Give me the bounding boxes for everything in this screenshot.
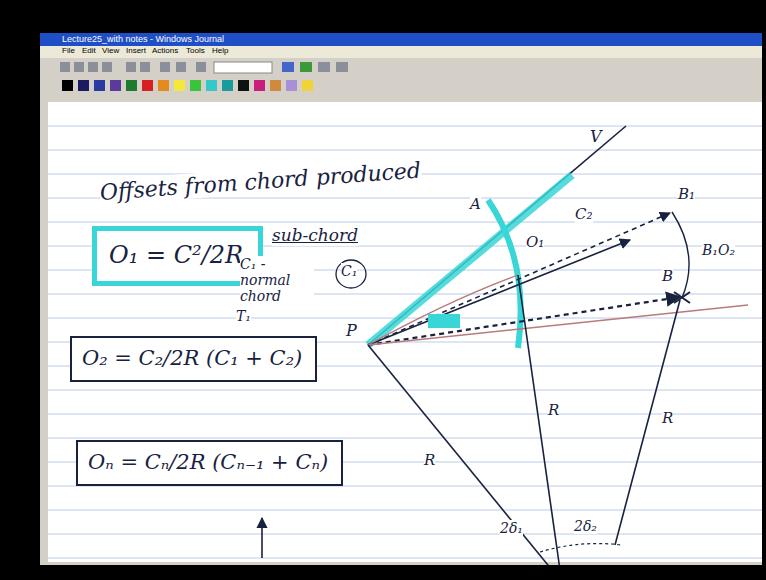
chord-label: C₂ xyxy=(575,206,593,223)
point-label: V xyxy=(590,128,602,146)
title-bar xyxy=(40,33,762,46)
radius-label: R xyxy=(548,402,559,419)
toolbar-icons xyxy=(60,62,348,73)
heading: Offsets from chord produced xyxy=(99,158,422,206)
menu-item: Help xyxy=(212,46,228,55)
curve-geometry xyxy=(262,126,748,570)
chord-note: C₁ - normal chord xyxy=(240,256,314,304)
window-title: Lecture25_with notes - Windows Journal xyxy=(62,34,224,44)
radius-label: R xyxy=(662,410,673,427)
formula: O₁ = C²/2R xyxy=(109,241,246,269)
sub-chord-note: sub-chord xyxy=(272,226,358,246)
point-label: B xyxy=(662,268,673,285)
angle-label: 2δ₁ xyxy=(500,520,523,536)
point-label: A xyxy=(470,196,481,213)
ruled-lines xyxy=(48,126,762,558)
formula-box: Oₙ = Cₙ/2R (Cₙ₋₁ + Cₙ) xyxy=(76,440,343,486)
radius-label: R xyxy=(424,452,435,469)
point-label: T₁ xyxy=(236,308,251,324)
menu-item: Tools xyxy=(186,46,205,55)
angle-label: 2δ₂ xyxy=(574,518,597,534)
formula-box: O₂ = C₂/2R (C₁ + C₂) xyxy=(70,336,317,382)
bottom-band xyxy=(0,565,766,580)
offset-label: B₁O₂ xyxy=(702,242,735,258)
point-label: B₁ xyxy=(678,186,695,203)
color-swatches xyxy=(62,80,313,91)
menu-item: View xyxy=(102,46,119,55)
menu-item: Insert xyxy=(126,46,146,55)
point-label: O₁ xyxy=(526,234,544,251)
menu-item: File xyxy=(62,46,75,55)
point-label: P xyxy=(346,322,357,340)
menu-bar xyxy=(40,46,762,58)
chord-label: C₁ xyxy=(341,263,357,279)
formula-box: O₁ = C²/2R xyxy=(92,226,263,286)
formula: O₂ = C₂/2R (C₁ + C₂) xyxy=(82,346,305,370)
window-frame xyxy=(40,33,762,565)
menu-item: Actions xyxy=(152,46,178,55)
paper xyxy=(48,102,762,562)
menu-item: Edit xyxy=(82,46,96,55)
formula: Oₙ = Cₙ/2R (Cₙ₋₁ + Cₙ) xyxy=(88,450,331,474)
